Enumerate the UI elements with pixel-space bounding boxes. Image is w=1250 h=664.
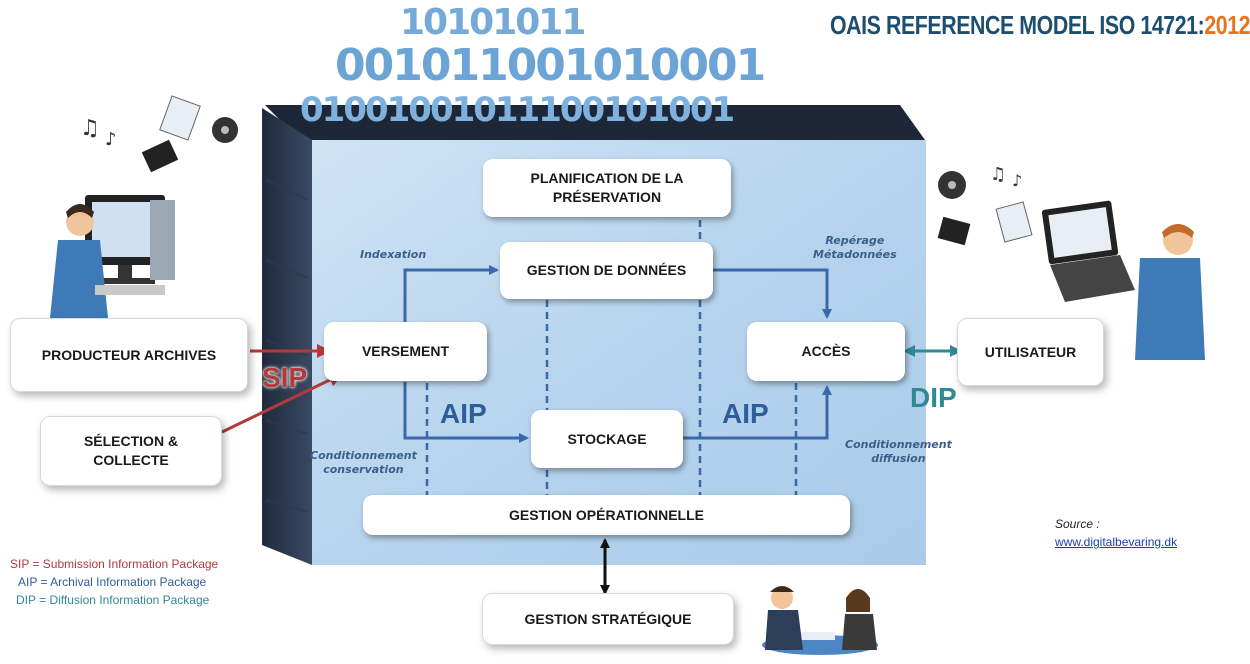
arrow-stockage-acces [683,385,832,440]
gestion-donnees-box: GESTION DE DONNÉES [500,242,713,299]
media-icons-right: ♫ ♪ [937,164,1033,246]
svg-text:♫: ♫ [990,164,1006,185]
selection-collecte-label: SÉLECTION & COLLECTE [83,433,179,468]
arrow-indexation [403,265,499,322]
cube-side [262,108,312,565]
media-icons-left: ♫ ♪ [80,95,238,173]
label-conditionnement-diffusion: Conditionnement diffusion [845,438,952,465]
user-illustration [1041,200,1205,360]
arrow-selection-versement [221,373,343,434]
arrow-reperage [713,268,832,319]
source-label: Source : [1055,517,1100,531]
acces-box: ACCÈS [747,322,905,381]
label-reperage-metadonnees: Repérage Métadonnées [813,234,897,261]
binary-bits-bottom: 01001001011100101001 [300,90,735,130]
versement-box: VERSEMENT [324,322,487,381]
label-conditionnement-conservation: Conditionnement conservation [310,449,417,476]
gestion-strategique-box: GESTION STRATÉGIQUE [482,593,734,645]
versement-label: VERSEMENT [361,343,450,359]
producteur-archives-box: PRODUCTEUR ARCHIVES [10,318,248,392]
producteur-archives-label: PRODUCTEUR ARCHIVES [41,346,217,363]
gestion-strategique-label: GESTION STRATÉGIQUE [524,610,692,627]
cube-top [265,105,925,140]
source-link-wrapper: www.digitalbevaring.dk [1055,534,1177,550]
source-link[interactable]: www.digitalbevaring.dk [1055,535,1178,549]
label-aip-right: AIP [722,398,769,429]
label-aip-left: AIP [440,398,487,429]
label-sip: SIP [262,362,308,393]
label-indexation: Indexation [360,248,427,261]
gestion-donnees-label: GESTION DE DONNÉES [526,262,687,278]
title-main: OAIS REFERENCE MODEL ISO 14721: [830,10,1205,40]
stockage-box: STOCKAGE [531,410,683,468]
svg-text:♪: ♪ [1012,171,1022,190]
legend-sip: SIP = Submission Information Package [10,557,219,571]
utilisateur-label: UTILISATEUR [984,343,1077,360]
binary-bits-middle: 001011001010001 [335,40,766,91]
legend-dip: DIP = Diffusion Information Package [16,593,210,607]
title: OAIS REFERENCE MODEL ISO 14721:2012 [830,10,1250,41]
label-dip: DIP [910,382,957,413]
gestion-operationnelle-label: GESTION OPÉRATIONNELLE [509,506,704,523]
title-year: 2012 [1204,10,1250,40]
selection-collecte-box: SÉLECTION & COLLECTE [40,416,222,486]
utilisateur-box: UTILISATEUR [957,318,1104,386]
management-illustration [762,586,878,655]
acces-label: ACCÈS [801,343,851,359]
planification-box: PLANIFICATION DE LA PRÉSERVATION [483,159,731,217]
stockage-label: STOCKAGE [567,430,647,447]
planification-label: PLANIFICATION DE LA PRÉSERVATION [530,170,684,205]
svg-text:♫: ♫ [80,116,100,141]
binary-bits-top: 10101011 [400,2,586,43]
arrow-versement-stockage [403,382,529,443]
producer-illustration [50,195,175,318]
gestion-operationnelle-box: GESTION OPÉRATIONNELLE [363,495,850,535]
svg-text:♪: ♪ [105,129,117,150]
legend-aip: AIP = Archival Information Package [18,575,207,589]
